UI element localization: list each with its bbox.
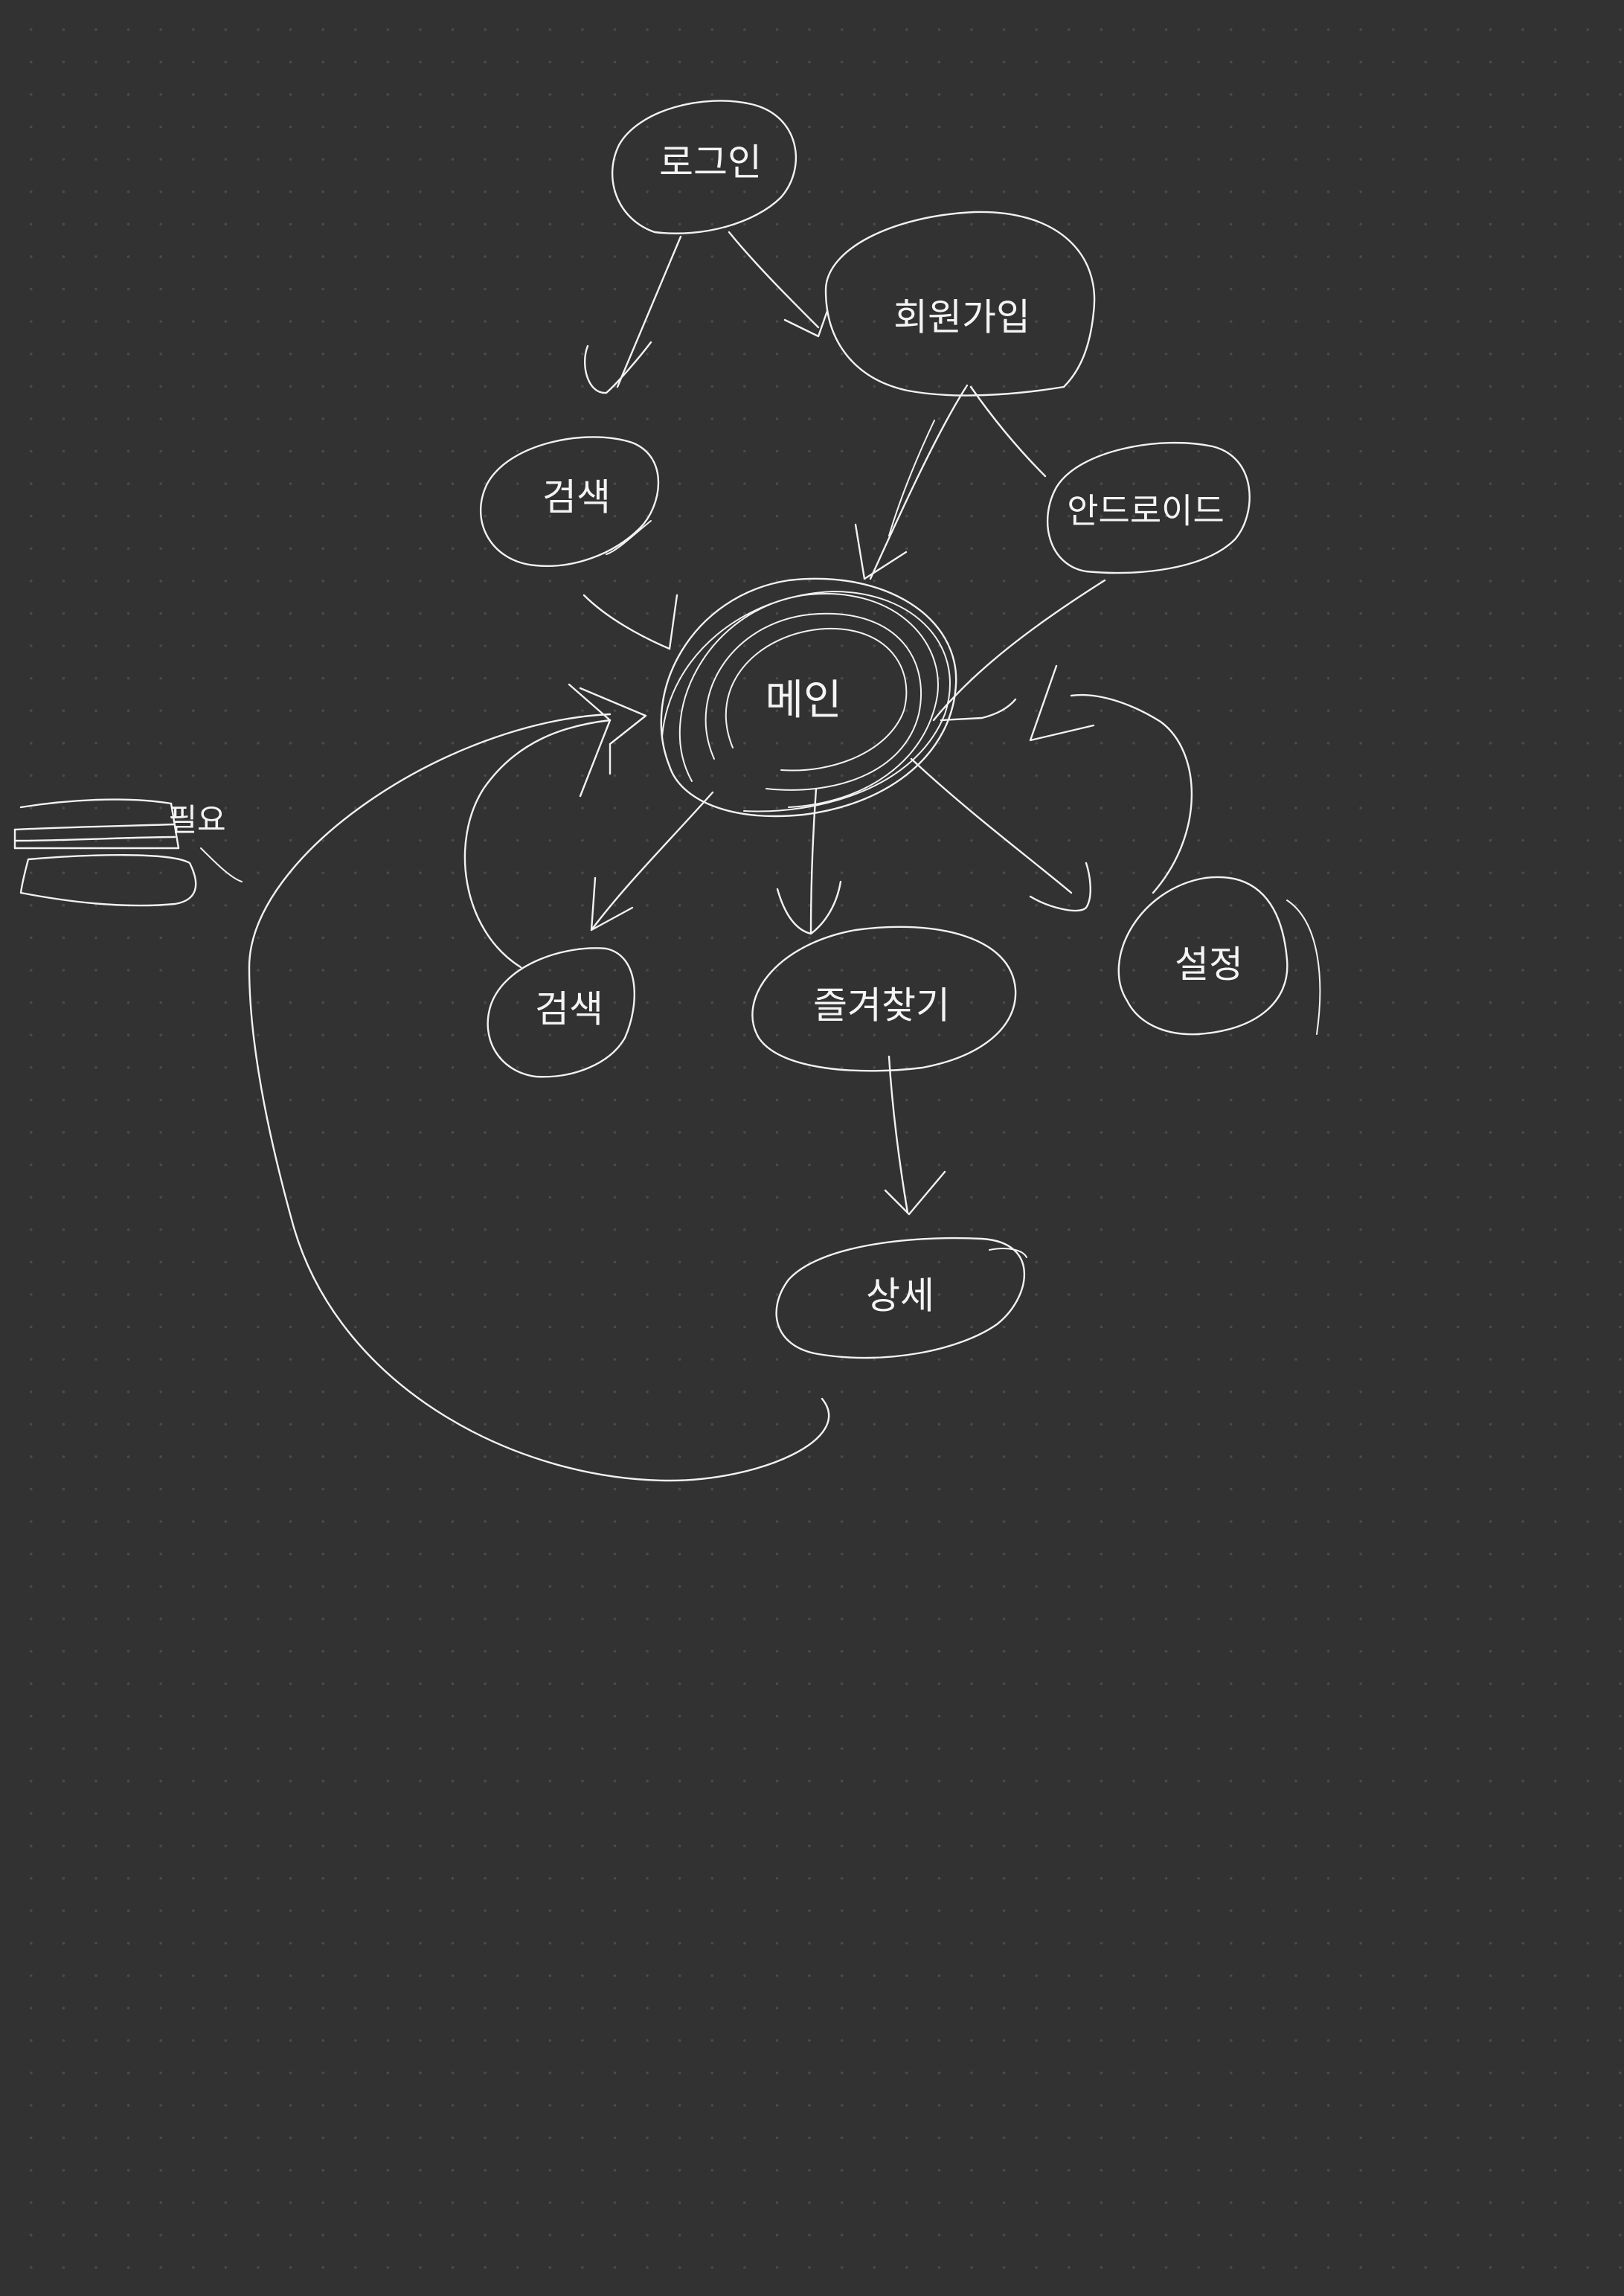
node-main-scribble-1 — [660, 577, 957, 818]
node-main[interactable]: 메인 — [660, 577, 957, 818]
node-detail[interactable]: 상세 — [775, 1237, 1027, 1359]
edge-search-to-main — [582, 520, 678, 650]
node-top[interactable]: 로그인 — [612, 100, 797, 234]
node-detail-label: 상세 — [866, 1274, 934, 1318]
arrow-head-icon — [940, 698, 1017, 722]
edge-favorites-to-detail — [884, 1055, 946, 1216]
node-detail-outline — [775, 1237, 1025, 1359]
node-favorites-outline — [751, 926, 1017, 1072]
node-search-bottom-outline — [487, 947, 635, 1078]
edge-main-to-favorites — [776, 787, 842, 935]
edge-search-bottom-to-main-line — [463, 719, 612, 969]
arrow-head-icon — [584, 341, 652, 394]
arrow-head-icon — [590, 876, 634, 931]
side-note-label: 필요 — [168, 802, 225, 838]
edge-android-to-main-line — [932, 579, 1106, 722]
node-signup-label: 회원가입 — [893, 296, 1030, 339]
node-settings-label: 설정 — [1175, 943, 1243, 987]
node-android-label: 안드로이드 — [1067, 491, 1225, 531]
node-settings-outline — [1117, 876, 1288, 1036]
side-note: 필요 — [13, 798, 243, 907]
arrow-head-icon — [884, 1170, 946, 1216]
edge-detail-to-main-loop-line — [248, 713, 830, 1482]
side-note-scribble — [200, 847, 243, 882]
node-main-scribble-5 — [661, 591, 951, 812]
arrow-head-icon — [854, 523, 908, 580]
edge-main-to-settings — [910, 757, 1091, 912]
arrow-head-icon — [776, 880, 842, 935]
edge-search-to-main-stroke — [606, 520, 652, 555]
edge-search-bottom-to-main — [463, 683, 612, 969]
edge-detail-to-main-loop — [248, 687, 830, 1482]
arrow-stroke-extra — [888, 420, 935, 536]
node-search-bottom[interactable]: 검색 — [487, 947, 635, 1078]
edge-signup-to-android — [969, 385, 1047, 478]
node-signup[interactable]: 회원가입 — [824, 211, 1096, 397]
node-signup-outline — [824, 211, 1096, 397]
edge-top-to-search — [584, 235, 682, 394]
node-android-outline — [1046, 442, 1251, 574]
edge-android-to-main — [932, 579, 1106, 722]
node-settings-tail — [1286, 900, 1321, 1035]
node-favorites-label: 즐겨찾기 — [813, 984, 950, 1027]
edge-main-to-favorites-line — [809, 787, 818, 935]
edge-search-to-main-line — [582, 594, 671, 650]
edge-main-to-search-bottom — [590, 791, 714, 931]
edge-favorites-to-detail-line — [888, 1055, 909, 1214]
arrow-head-icon — [1029, 664, 1095, 742]
edge-settings-to-main-line — [1070, 693, 1193, 894]
stacked-cards-icon — [13, 798, 197, 907]
node-favorites[interactable]: 즐겨찾기 — [751, 926, 1017, 1072]
edge-top-to-signup-line — [728, 231, 820, 329]
arrow-head-icon — [783, 310, 829, 338]
arrow-head-icon — [668, 594, 678, 650]
arrow-head-icon — [1029, 862, 1091, 912]
edge-settings-to-main — [1029, 664, 1193, 894]
node-main-label: 메인 — [765, 676, 841, 725]
edge-top-to-search-line — [616, 235, 682, 388]
arrow-head-icon — [568, 683, 612, 798]
node-main-scribble-4 — [725, 627, 908, 772]
edge-main-to-search-bottom-line — [590, 791, 714, 931]
node-top-outline — [612, 100, 797, 234]
edge-signup-to-main — [854, 384, 969, 580]
edge-main-to-settings-line — [910, 757, 1073, 894]
edge-signup-to-main-line — [869, 384, 969, 580]
node-main-scribble-3 — [705, 612, 922, 791]
node-settings[interactable]: 설정 — [1117, 876, 1321, 1036]
node-main-scribble-2 — [678, 593, 939, 808]
node-search-top[interactable]: 검색 — [480, 436, 660, 567]
node-search-bottom-label: 검색 — [535, 988, 603, 1031]
edge-signup-to-android-line — [969, 385, 1047, 478]
arrow-head-icon — [579, 687, 647, 775]
edge-top-to-signup — [728, 231, 829, 338]
node-android[interactable]: 안드로이드 — [1046, 442, 1251, 574]
node-detail-tick — [989, 1248, 1027, 1258]
node-search-top-outline — [480, 436, 660, 567]
node-search-top-label: 검색 — [542, 476, 611, 519]
node-top-label: 로그인 — [659, 141, 762, 185]
